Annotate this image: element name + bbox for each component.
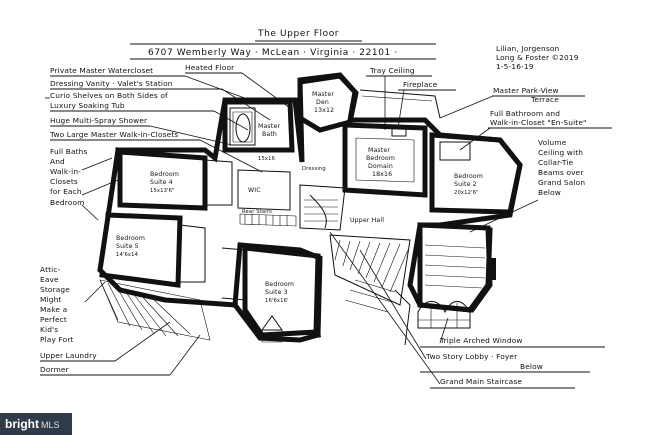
svg-text:And: And (50, 157, 65, 166)
room-master-bath: Master Bath 15x16 (258, 123, 280, 162)
svg-text:15x13'6": 15x13'6" (150, 188, 175, 194)
svg-text:Bedroom: Bedroom (265, 281, 294, 288)
svg-text:Master: Master (258, 123, 280, 130)
callout-attic-storage: Attic- Eave Storage Might Make a Perfect… (40, 265, 74, 344)
svg-text:Storage: Storage (40, 285, 70, 294)
room-bedroom-suite-2: Bedroom Suite 2 20x12'6" (454, 173, 483, 196)
svg-text:14'6x14: 14'6x14 (116, 252, 139, 258)
callout-dormer: Dormer (40, 365, 70, 374)
callout-private-wc: Private Master Watercloset (50, 66, 153, 75)
room-wic: WIC (248, 187, 261, 194)
svg-text:Volume: Volume (538, 138, 567, 147)
callout-triple-arched-window: Triple Arched Window (439, 336, 523, 345)
svg-text:Bath: Bath (262, 131, 277, 138)
svg-text:Master Park-View: Master Park-View (493, 86, 559, 95)
svg-text:Suite 5: Suite 5 (116, 243, 139, 250)
svg-text:Eave: Eave (40, 275, 59, 284)
credit-artist: Lilian, Jorgenson (496, 44, 559, 53)
callout-walk-in-closets: Two Large Master Walk-in-Closets (49, 130, 178, 139)
svg-text:Full Baths: Full Baths (50, 147, 88, 156)
svg-text:15x16: 15x16 (258, 156, 275, 162)
callout-huge-shower: Huge Multi-Spray Shower (50, 116, 148, 125)
svg-text:Below: Below (538, 188, 561, 197)
svg-text:Walk-in-Closet "En-Suite": Walk-in-Closet "En-Suite" (490, 118, 587, 127)
svg-text:Closets: Closets (50, 177, 78, 186)
svg-text:Ceiling with: Ceiling with (538, 148, 583, 157)
svg-text:Suite 4: Suite 4 (150, 179, 173, 186)
svg-text:Terrace: Terrace (530, 95, 559, 104)
svg-text:Two Story Lobby · Foyer: Two Story Lobby · Foyer (425, 352, 518, 361)
plan-address: 6707 Wemberly Way · McLean · Virginia · … (148, 48, 398, 58)
svg-text:Attic-: Attic- (40, 265, 61, 274)
watermark-suffix: MLS (41, 420, 60, 430)
callout-full-bath-walkin: Full Bathroom and Walk-in-Closet "En-Sui… (490, 109, 587, 127)
svg-text:Might: Might (40, 295, 61, 304)
callout-tray-ceiling: Tray Ceiling (369, 66, 415, 75)
svg-text:Domain: Domain (368, 163, 393, 170)
artist-credit: Lilian, Jorgenson Long & Foster ©2019 1-… (496, 44, 579, 71)
svg-text:for Each: for Each (50, 187, 82, 196)
svg-text:Bedroom: Bedroom (116, 235, 145, 242)
room-bedroom-suite-4: Bedroom Suite 4 15x13'6" (150, 171, 179, 194)
svg-text:Den: Den (316, 99, 329, 106)
room-bedroom-suite-5: Bedroom Suite 5 14'6x14 (116, 235, 145, 258)
callout-volume-ceiling: Volume Ceiling with Collar-Tie Beams ove… (538, 138, 585, 197)
svg-text:Bedroom: Bedroom (366, 155, 395, 162)
room-labels: Master Den 13x12 Master Bath 15x16 Maste… (116, 91, 483, 304)
callout-curio-shelves: Curio Shelves on Both Sides of (50, 91, 168, 100)
credit-company: Long & Foster ©2019 (496, 53, 579, 62)
callout-luxury-tub: Luxury Soaking Tub (50, 101, 125, 110)
svg-text:Below: Below (520, 362, 543, 371)
svg-text:Bedroom: Bedroom (50, 198, 84, 207)
watermark-brand: bright (5, 417, 39, 431)
callout-heated-floor: Heated Floor (185, 63, 235, 72)
chimney (488, 258, 496, 280)
callout-grand-staircase: Grand Main Staircase (440, 377, 522, 386)
credit-date: 1-5-16-19 (496, 62, 534, 71)
svg-text:Walk-in-: Walk-in- (50, 167, 81, 176)
svg-text:20x12'6": 20x12'6" (454, 190, 479, 196)
room-dressing: Dressing (302, 166, 326, 172)
svg-text:Kid's: Kid's (40, 325, 58, 334)
svg-text:Perfect: Perfect (40, 315, 67, 324)
svg-text:Master: Master (368, 147, 390, 154)
svg-text:Play Fort: Play Fort (40, 335, 74, 344)
svg-text:Make a: Make a (40, 305, 67, 314)
callout-dressing-vanity: Dressing Vanity · Valet's Station (50, 79, 173, 88)
svg-text:Bedroom: Bedroom (150, 171, 179, 178)
room-master-bedroom: Master Bedroom Domain 18x16 (366, 147, 395, 178)
callout-full-baths: Full Baths And Walk-in- Closets for Each… (50, 147, 88, 207)
plan-linework (97, 72, 523, 346)
svg-text:Master: Master (312, 91, 334, 98)
svg-text:Collar-Tie: Collar-Tie (538, 158, 574, 167)
callout-master-terrace: Master Park-View Terrace (493, 86, 559, 104)
callout-upper-laundry: Upper Laundry (40, 351, 97, 360)
plan-title: The Upper Floor (257, 29, 339, 39)
callouts-right: Tray Ceiling Fireplace Master Park-View … (329, 66, 612, 389)
salon-collar-ties (424, 244, 486, 289)
lobby-hatching (334, 239, 409, 293)
eave-roof-hatching (99, 279, 211, 341)
room-rear-stairs: Rear Stairs (242, 209, 272, 215)
room-bedroom-suite-3: Bedroom Suite 3 16'6x16' (265, 281, 294, 304)
svg-text:Full Bathroom and: Full Bathroom and (490, 109, 560, 118)
svg-text:18x16: 18x16 (372, 171, 392, 178)
svg-text:Bedroom: Bedroom (454, 173, 483, 180)
callouts-left: Heated Floor Private Master Watercloset … (40, 63, 291, 376)
svg-text:Suite 3: Suite 3 (265, 289, 288, 296)
svg-text:13x12: 13x12 (314, 107, 334, 114)
callout-two-story-lobby: Two Story Lobby · Foyer Below (425, 352, 543, 371)
svg-text:Suite 2: Suite 2 (454, 181, 477, 188)
svg-text:Grand Salon: Grand Salon (538, 178, 585, 187)
callout-fireplace: Fireplace (403, 80, 438, 89)
svg-text:Beams over: Beams over (538, 168, 584, 177)
svg-text:16'6x16': 16'6x16' (265, 298, 289, 304)
room-upper-hall: Upper Hall (350, 217, 384, 224)
room-master-den: Master Den 13x12 (312, 91, 334, 114)
